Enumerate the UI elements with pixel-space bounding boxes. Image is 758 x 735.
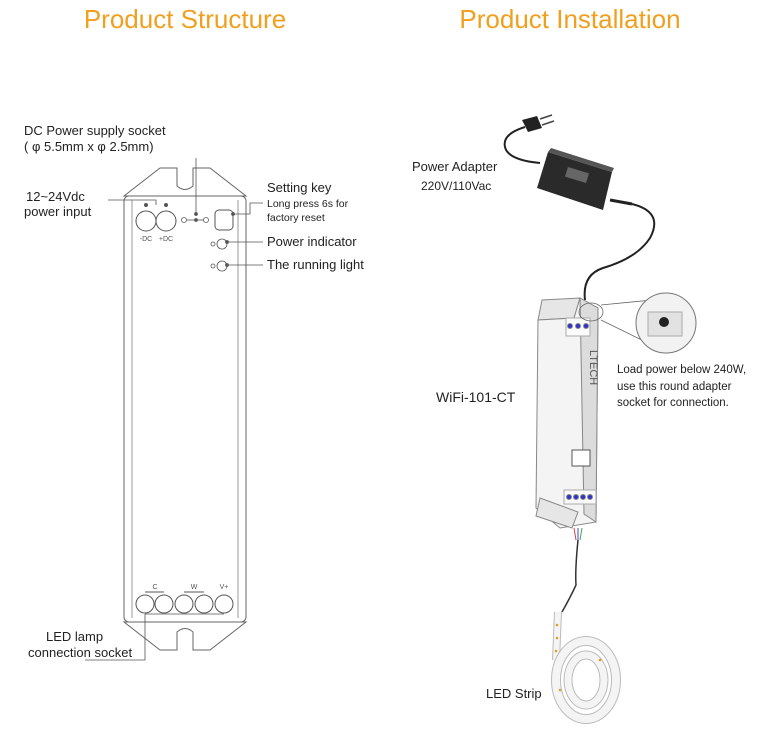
model-label: WiFi-101-CT	[436, 389, 516, 405]
brand-logo-text: LTECH	[587, 350, 599, 385]
output-c-label: C	[152, 584, 157, 591]
setting-key-button	[214, 209, 234, 231]
input-voltage-label: 12~24Vdc	[26, 189, 85, 204]
input-terminals	[135, 203, 177, 232]
input-power-label: power input	[24, 204, 92, 219]
terminal-plus-label: +DC	[159, 236, 173, 243]
power-adapter	[537, 148, 656, 301]
led-strip	[551, 527, 621, 724]
indicator-leds	[210, 238, 228, 272]
adapter-voltage-label: 220V/110Vac	[421, 179, 491, 193]
structure-leader-lines	[85, 158, 263, 661]
power-plug	[503, 114, 555, 164]
socket-zoom-callout	[578, 292, 697, 354]
load-note-line-1: Load power below 240W,	[617, 364, 746, 376]
dc-socket-size-label: ( φ 5.5mm x φ 2.5mm)	[24, 139, 154, 154]
controller-outline	[122, 167, 248, 651]
lamp-socket-label-2: connection socket	[28, 645, 132, 660]
running-light-label: The running light	[267, 257, 364, 272]
setting-key-note-1: Long press 6s for	[267, 198, 349, 210]
load-note-line-3: socket for connection.	[617, 397, 729, 409]
load-note-line-2: use this round adapter	[617, 381, 732, 393]
output-vplus-label: V+	[220, 584, 229, 591]
dc-socket-label: DC Power supply socket	[24, 123, 166, 138]
installation-heading: Product Installation	[459, 4, 680, 34]
setting-key-label: Setting key	[267, 180, 332, 195]
output-w-label: W	[191, 584, 198, 591]
led-strip-label: LED Strip	[486, 686, 542, 701]
output-terminals	[135, 591, 234, 614]
setting-key-note-2: factory reset	[267, 212, 325, 224]
adapter-label: Power Adapter	[412, 159, 498, 174]
lamp-socket-label-1: LED lamp	[46, 629, 103, 644]
dc-socket-symbol	[181, 217, 209, 223]
power-indicator-label: Power indicator	[267, 234, 357, 249]
terminal-minus-label: -DC	[140, 236, 152, 243]
structure-heading: Product Structure	[84, 4, 286, 34]
wifi-controller	[535, 297, 599, 529]
